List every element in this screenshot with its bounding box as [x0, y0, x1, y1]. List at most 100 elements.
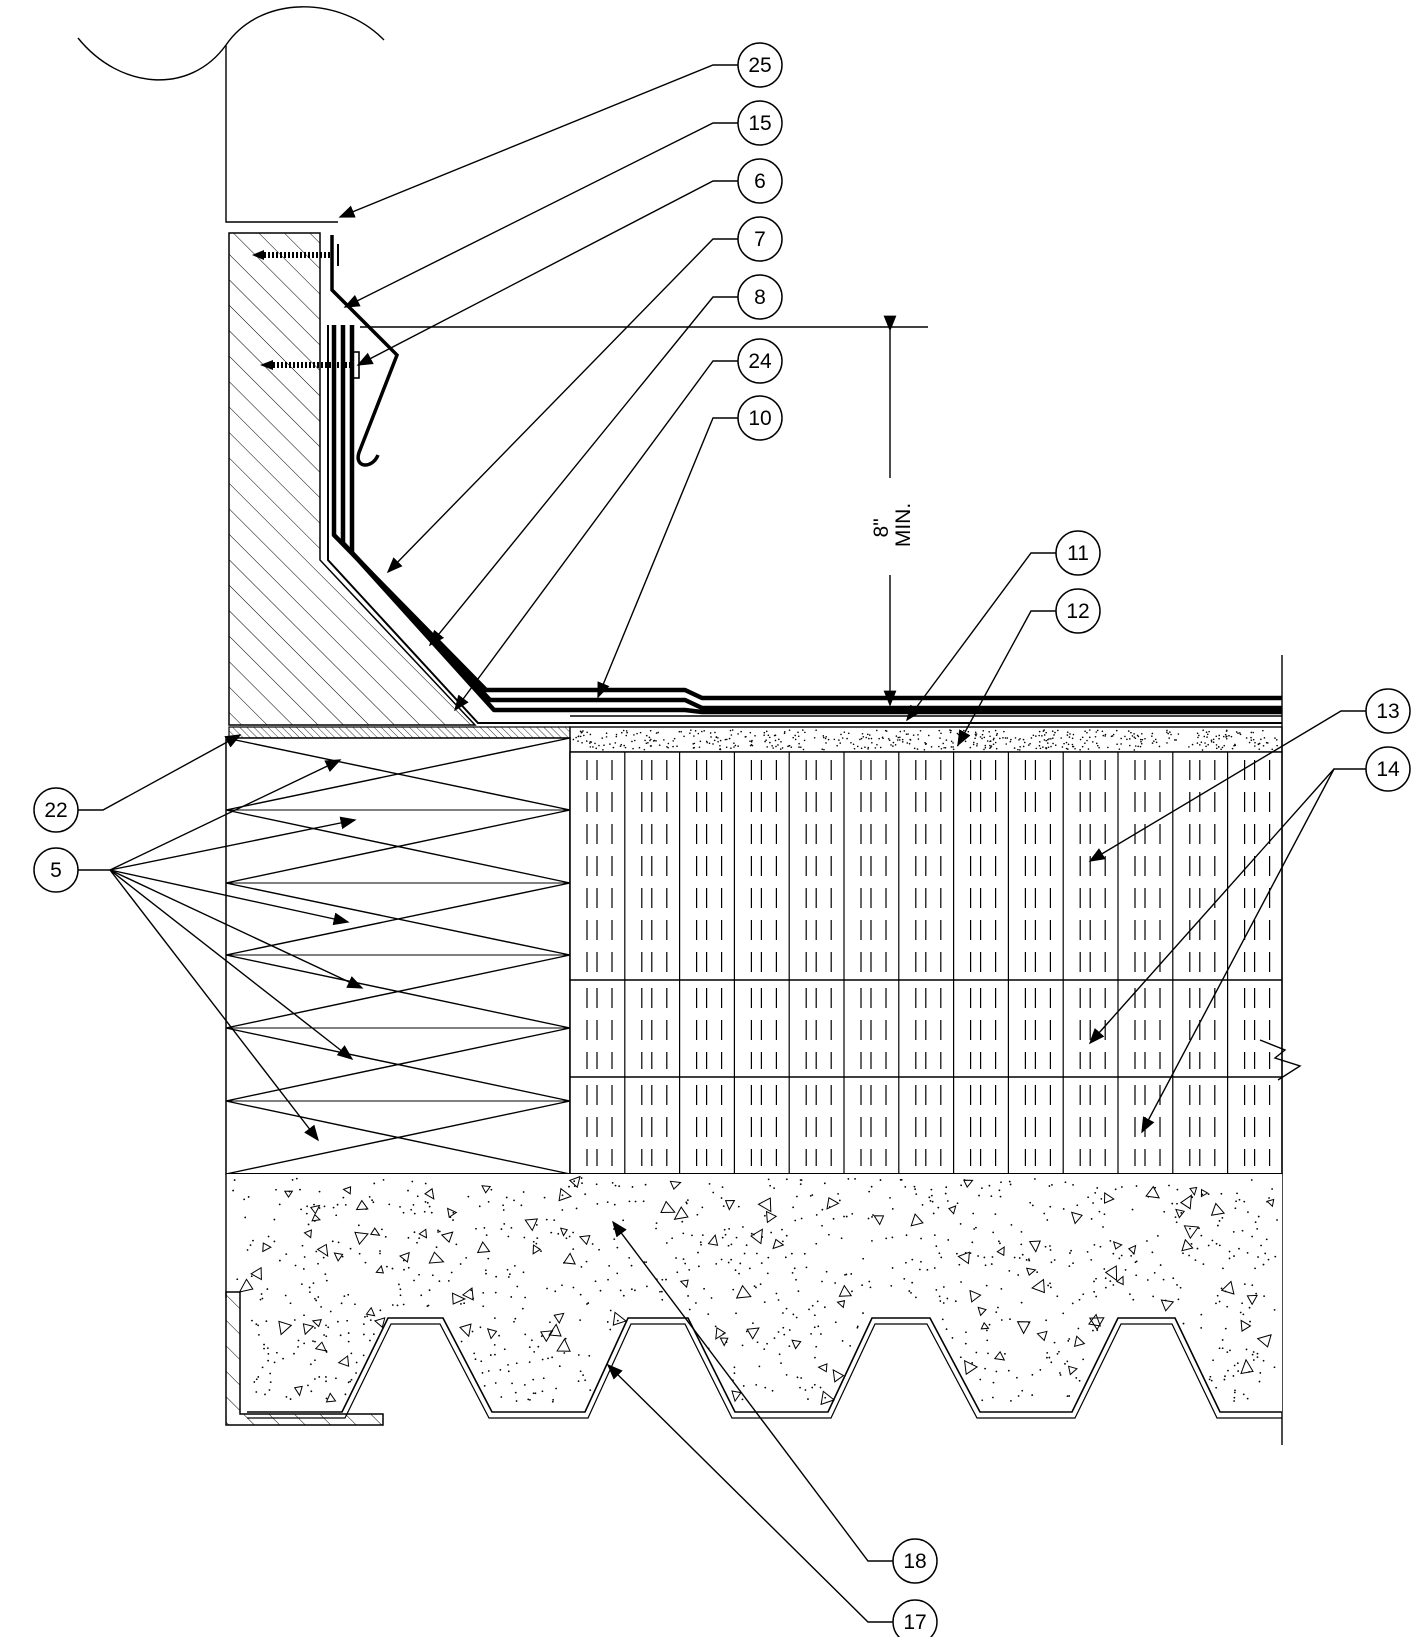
stipple-dot	[773, 1187, 775, 1190]
stipple-dot	[563, 1352, 566, 1354]
stipple-dot	[340, 1302, 343, 1305]
aggregate-mark	[1189, 1186, 1198, 1197]
stipple-dot	[585, 1260, 588, 1263]
stipple-dot	[956, 732, 959, 735]
stipple-dot	[862, 1312, 864, 1314]
stipple-dot	[266, 1288, 269, 1290]
stipple-dot	[372, 1333, 375, 1336]
stipple-dot	[892, 745, 894, 747]
stipple-dot	[682, 1258, 685, 1261]
stipple-dot	[905, 733, 908, 736]
callout-25: 25	[737, 42, 783, 88]
stipple-dot	[1252, 731, 1255, 734]
stipple-dot	[269, 1381, 272, 1383]
stipple-dot	[1009, 1318, 1011, 1321]
separator-sheet	[228, 726, 571, 739]
stipple-dot	[515, 1400, 518, 1402]
stipple-dot	[1093, 1290, 1096, 1293]
stipple-dot	[1019, 745, 1021, 748]
stipple-dot	[1254, 1267, 1256, 1270]
stipple-dot	[547, 1357, 549, 1360]
callout-8: 8	[737, 274, 783, 320]
stipple-dot	[1208, 1378, 1211, 1381]
stipple-dot	[871, 741, 873, 744]
stipple-dot	[532, 1392, 535, 1395]
callout-22: 22	[33, 787, 79, 833]
stipple-dot	[1072, 745, 1075, 748]
stipple-dot	[332, 1206, 335, 1209]
stipple-dot	[314, 1359, 316, 1362]
stipple-dot	[505, 1196, 508, 1199]
stipple-dot	[910, 1292, 912, 1294]
stipple-dot	[483, 1227, 486, 1229]
stipple-dot	[854, 1178, 856, 1180]
stipple-dot	[1221, 1347, 1224, 1350]
aggregate-mark	[293, 1385, 303, 1397]
stipple-dot	[890, 1284, 893, 1287]
stipple-dot	[362, 1323, 365, 1325]
stipple-dot	[249, 1244, 252, 1247]
stipple-dot	[719, 744, 721, 747]
stipple-dot	[398, 1283, 400, 1286]
stipple-dot	[1233, 744, 1235, 747]
stipple-dot	[940, 747, 943, 750]
stipple-dot	[810, 1332, 812, 1335]
stipple-dot	[1238, 732, 1241, 734]
stipple-dot	[813, 1314, 816, 1317]
stipple-dot	[706, 741, 708, 744]
stipple-dot	[586, 731, 588, 734]
stipple-dot	[798, 746, 800, 748]
stipple-dot	[616, 1246, 619, 1249]
stipple-dot	[730, 734, 733, 736]
stipple-dot	[586, 1303, 588, 1305]
stipple-dot	[976, 744, 978, 747]
stipple-dot	[585, 740, 588, 742]
stipple-dot	[1118, 748, 1121, 750]
stipple-dot	[881, 736, 884, 739]
stipple-dot	[1045, 747, 1048, 749]
aggregate-mark	[977, 1306, 987, 1317]
stipple-dot	[1096, 1187, 1099, 1189]
stipple-dot	[1250, 731, 1253, 734]
stipple-dot	[988, 1184, 991, 1187]
stipple-dot	[1000, 1319, 1003, 1321]
stipple-dot	[981, 733, 984, 736]
stipple-dot	[1081, 745, 1084, 748]
aggregate-mark	[731, 1390, 742, 1403]
stipple-dot	[1222, 1267, 1224, 1270]
stipple-dot	[1068, 1338, 1071, 1340]
stipple-dot	[817, 1325, 820, 1328]
stipple-dot	[314, 1297, 316, 1300]
stipple-dot	[790, 1252, 793, 1255]
stipple-dot	[1039, 741, 1041, 743]
stipple-dot	[940, 732, 942, 735]
stipple-dot	[1176, 1284, 1178, 1286]
stipple-dot	[915, 1296, 917, 1299]
stipple-dot	[792, 736, 795, 739]
stipple-dot	[349, 1380, 352, 1383]
stipple-dot	[630, 1288, 633, 1291]
stipple-dot	[930, 1194, 933, 1197]
stipple-dot	[273, 1240, 276, 1243]
stipple-dot	[661, 1298, 664, 1301]
stipple-dot	[513, 1199, 515, 1202]
stipple-dot	[418, 1237, 421, 1240]
stipple-dot	[1038, 744, 1041, 747]
stipple-dot	[549, 1321, 551, 1324]
stipple-dot	[993, 737, 995, 740]
stipple-dot	[715, 736, 718, 739]
stipple-dot	[543, 1196, 546, 1199]
stipple-dot	[1046, 738, 1049, 741]
stipple-dot	[992, 738, 995, 741]
stipple-dot	[1218, 1244, 1221, 1247]
stipple-dot	[355, 1372, 357, 1374]
stipple-dot	[1276, 1219, 1278, 1221]
stipple-dot	[1162, 1278, 1165, 1281]
stipple-dot	[685, 1202, 688, 1205]
stipple-dot	[751, 1322, 754, 1325]
aggregate-mark	[1246, 1294, 1258, 1306]
aggregate-mark	[459, 1323, 472, 1338]
stipple-dot	[1006, 737, 1009, 739]
stipple-dot	[1061, 746, 1064, 748]
stipple-dot	[730, 747, 732, 749]
